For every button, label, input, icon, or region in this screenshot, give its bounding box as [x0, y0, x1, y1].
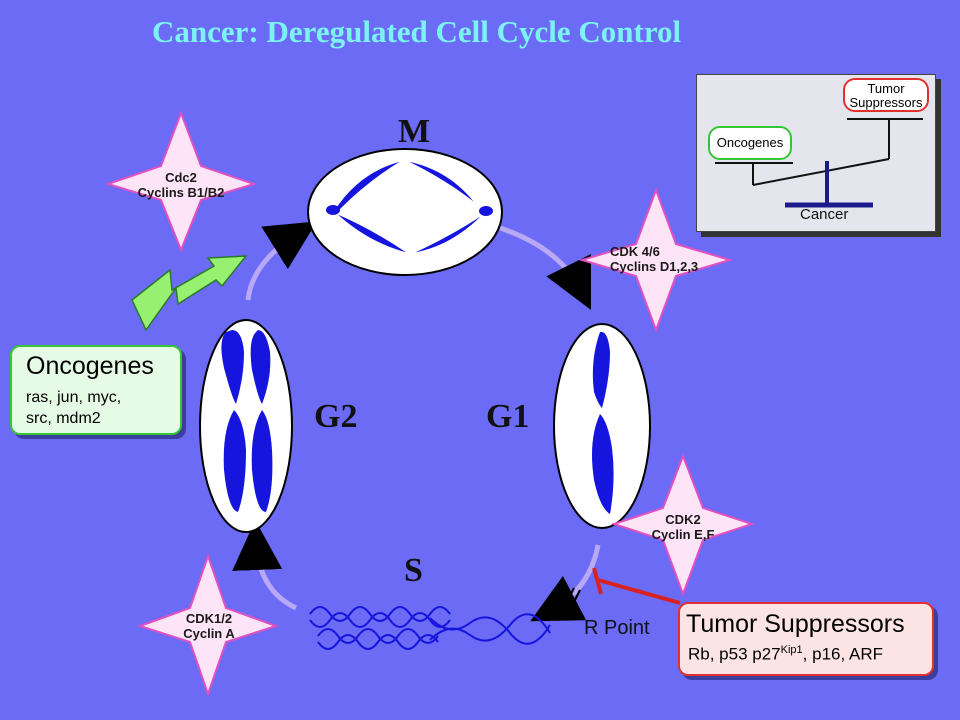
star-label-cdk2: CDK2 Cyclin E,F	[620, 512, 746, 542]
arrow-s-to-g2	[232, 520, 298, 611]
s-phase-dna-strands	[309, 606, 551, 650]
star-label-cdc2: Cdc2 Cyclins B1/B2	[110, 170, 252, 200]
star-cdk12	[136, 552, 280, 698]
oncogenes-title: Oncogenes	[26, 352, 154, 380]
star-cdc2-line2: Cyclins B1/B2	[137, 185, 225, 200]
r-point-label: R Point	[584, 617, 650, 639]
g2-phase-chromosomes	[221, 330, 273, 512]
star-cdc2-line1: Cdc2	[165, 170, 197, 185]
inset-tumor-suppressors-pill: Tumor Suppressors	[843, 78, 929, 112]
star-cdk46-line2: Cyclins D1,2,3	[610, 259, 699, 274]
m-spindle-pole-left	[326, 205, 340, 215]
star-label-cdk46: CDK 4/6 Cyclins D1,2,3	[610, 244, 742, 274]
r-point-hash-1	[565, 587, 575, 605]
star-cdc2	[104, 110, 258, 253]
star-cdk12-line1: CDK1/2	[185, 611, 233, 626]
oncogenes-list: ras, jun, myc, src, mdm2	[26, 389, 122, 427]
phase-label-g2: G2	[314, 398, 358, 435]
arrow-g2-to-m	[245, 221, 317, 301]
ts-list-a: Rb, p53 p27	[688, 644, 781, 664]
m-spindle-pole-right	[479, 206, 493, 216]
arrow-g1-to-s	[530, 544, 601, 622]
inset-ts-line1: Tumor	[867, 81, 905, 96]
star-cdk12-line2: Cyclin A	[183, 626, 235, 641]
star-cdk2-line1: CDK2	[665, 512, 701, 527]
star-cdk46-line1: CDK 4/6	[610, 244, 660, 259]
tumor-suppressors-list: Rb, p53 p27Kip1, p16, ARF	[688, 644, 883, 665]
star-cdk2-line2: Cyclin E,F	[651, 527, 715, 542]
g1-phase-chromosome	[592, 331, 614, 514]
star-cdk2	[610, 453, 756, 597]
g2-phase-cell	[199, 319, 293, 533]
inset-oncogenes-pill: Oncogenes	[708, 126, 792, 160]
r-point-hash-2	[571, 589, 581, 607]
oncogenes-box: Oncogenes ras, jun, myc, src, mdm2	[10, 345, 182, 435]
slide-title: Cancer: Deregulated Cell Cycle Control	[152, 14, 682, 49]
phase-label-m: M	[398, 113, 431, 150]
ts-list-b: , p16, ARF	[802, 644, 883, 664]
tumor-suppressors-box: Tumor Suppressors Rb, p53 p27Kip1, p16, …	[678, 602, 934, 676]
ts-list-kip: Kip1	[780, 644, 803, 656]
balance-beam	[752, 158, 890, 186]
lightning-bolt-icon	[131, 255, 248, 332]
inset-cancer-label: Cancer	[800, 206, 849, 223]
arrow-m-to-g1	[499, 225, 591, 310]
inhibition-bar-head	[592, 567, 603, 595]
star-cdk46	[578, 187, 734, 333]
star-label-cdk12: CDK1/2 Cyclin A	[146, 611, 272, 641]
tumor-suppressors-title: Tumor Suppressors	[686, 610, 905, 638]
inset-ts-line2: Suppressors	[849, 95, 923, 110]
phase-label-g1: G1	[486, 398, 530, 435]
inhibition-bar-icon	[597, 578, 681, 605]
balance-inset: Oncogenes Tumor Suppressors Cancer	[696, 74, 936, 232]
balance-scale	[715, 118, 923, 208]
phase-label-s: S	[404, 552, 423, 589]
